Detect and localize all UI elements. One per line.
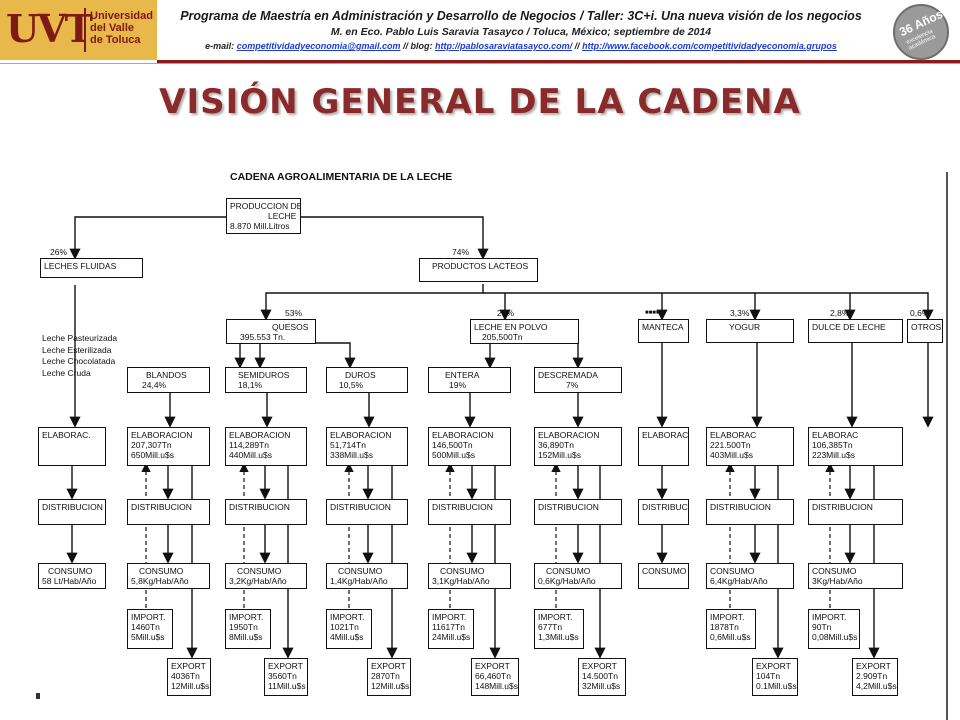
program-title: Programa de Maestría en Administración y… (180, 9, 862, 23)
node-produccion-leche: PRODUCCION DE LECHE 8.870 Mill.Litros (226, 198, 301, 234)
node-distribucion-entera: DISTRIBUCION (428, 499, 511, 525)
diagram-title: CADENA AGROALIMENTARIA DE LA LECHE (230, 171, 453, 183)
node-distribucion-semiduros: DISTRIBUCION (225, 499, 307, 525)
pct-productos-lacteos: 74% (452, 247, 470, 257)
page-title: VISIÓN GENERAL DE LA CADENA (159, 82, 801, 122)
node-dulce-de-leche: DULCE DE LECHE (808, 319, 903, 343)
header-divider (157, 60, 960, 63)
pct-leche-polvo: 26% (497, 308, 515, 318)
milk-chain-diagram: CADENA AGROALIMENTARIA DE LA LECHE PRODU… (0, 160, 960, 720)
corner-mark (36, 693, 40, 699)
pct-quesos: 53% (285, 308, 303, 318)
node-distribucion-dulce: DISTRIBUCION (808, 499, 903, 525)
node-quesos: QUESOS 395.553 Tn. (226, 319, 316, 344)
node-elaborac-fluidas: ELABORAC. (38, 427, 106, 466)
pct-yogur: 3,3% (730, 308, 750, 318)
node-distribucion-descremada: DISTRIBUCION (534, 499, 622, 525)
blog-link[interactable]: http://pablosaraviatasayco.com/ (435, 41, 573, 51)
node-manteca: MANTECA (638, 319, 689, 343)
contact-links: e-mail: competitividadyeconomia@gmail.co… (205, 41, 837, 51)
header-divider-thin (0, 63, 960, 64)
pct-leches-fluidas: 26% (50, 247, 68, 257)
node-productos-lacteos: PRODUCTOS LACTEOS (419, 258, 538, 282)
logo-divider (84, 8, 86, 52)
university-logo: UVT Universidad del Valle de Toluca (0, 0, 157, 60)
node-consumo-manteca: CONSUMO (638, 563, 689, 589)
node-distribuc-manteca: DISTRIBUC (638, 499, 689, 525)
node-distribucion-yogur: DISTRIBUCION (706, 499, 794, 525)
node-distribucion-duros: DISTRIBUCION (326, 499, 408, 525)
node-distribucion-fluidas: DISTRIBUCION (38, 499, 106, 525)
program-subtitle: M. en Eco. Pablo Luis Saravia Tasayco / … (330, 26, 712, 38)
node-distribucion-blandos: DISTRIBUCION (127, 499, 210, 525)
node-otros: OTROS (907, 319, 943, 343)
facebook-link[interactable]: http://www.facebook.com/competitividadye… (582, 41, 837, 51)
node-leche-en-polvo: LECHE EN POLVO 205,500Tn (470, 319, 579, 344)
node-yogur: YOGUR (706, 319, 794, 343)
anniversary-seal: 36 Años excelencia académica (893, 4, 949, 60)
logo-name: Universidad del Valle de Toluca (90, 10, 153, 46)
logo-letters: UVT (6, 6, 93, 51)
pct-manteca: ■■■■ (645, 310, 660, 316)
email-link[interactable]: competitividadyeconomia@gmail.com (236, 41, 401, 51)
node-leches-fluidas: LECHES FLUIDAS (40, 258, 143, 278)
fluidas-list: Leche Pasteurizada Leche Esterilizada Le… (42, 333, 118, 378)
pct-dulce-de-leche: 2,8% (830, 308, 850, 318)
pct-otros: 0,6% (910, 308, 930, 318)
node-elaborac-manteca: ELABORAC. (638, 427, 689, 466)
diagram-right-border (946, 172, 948, 720)
